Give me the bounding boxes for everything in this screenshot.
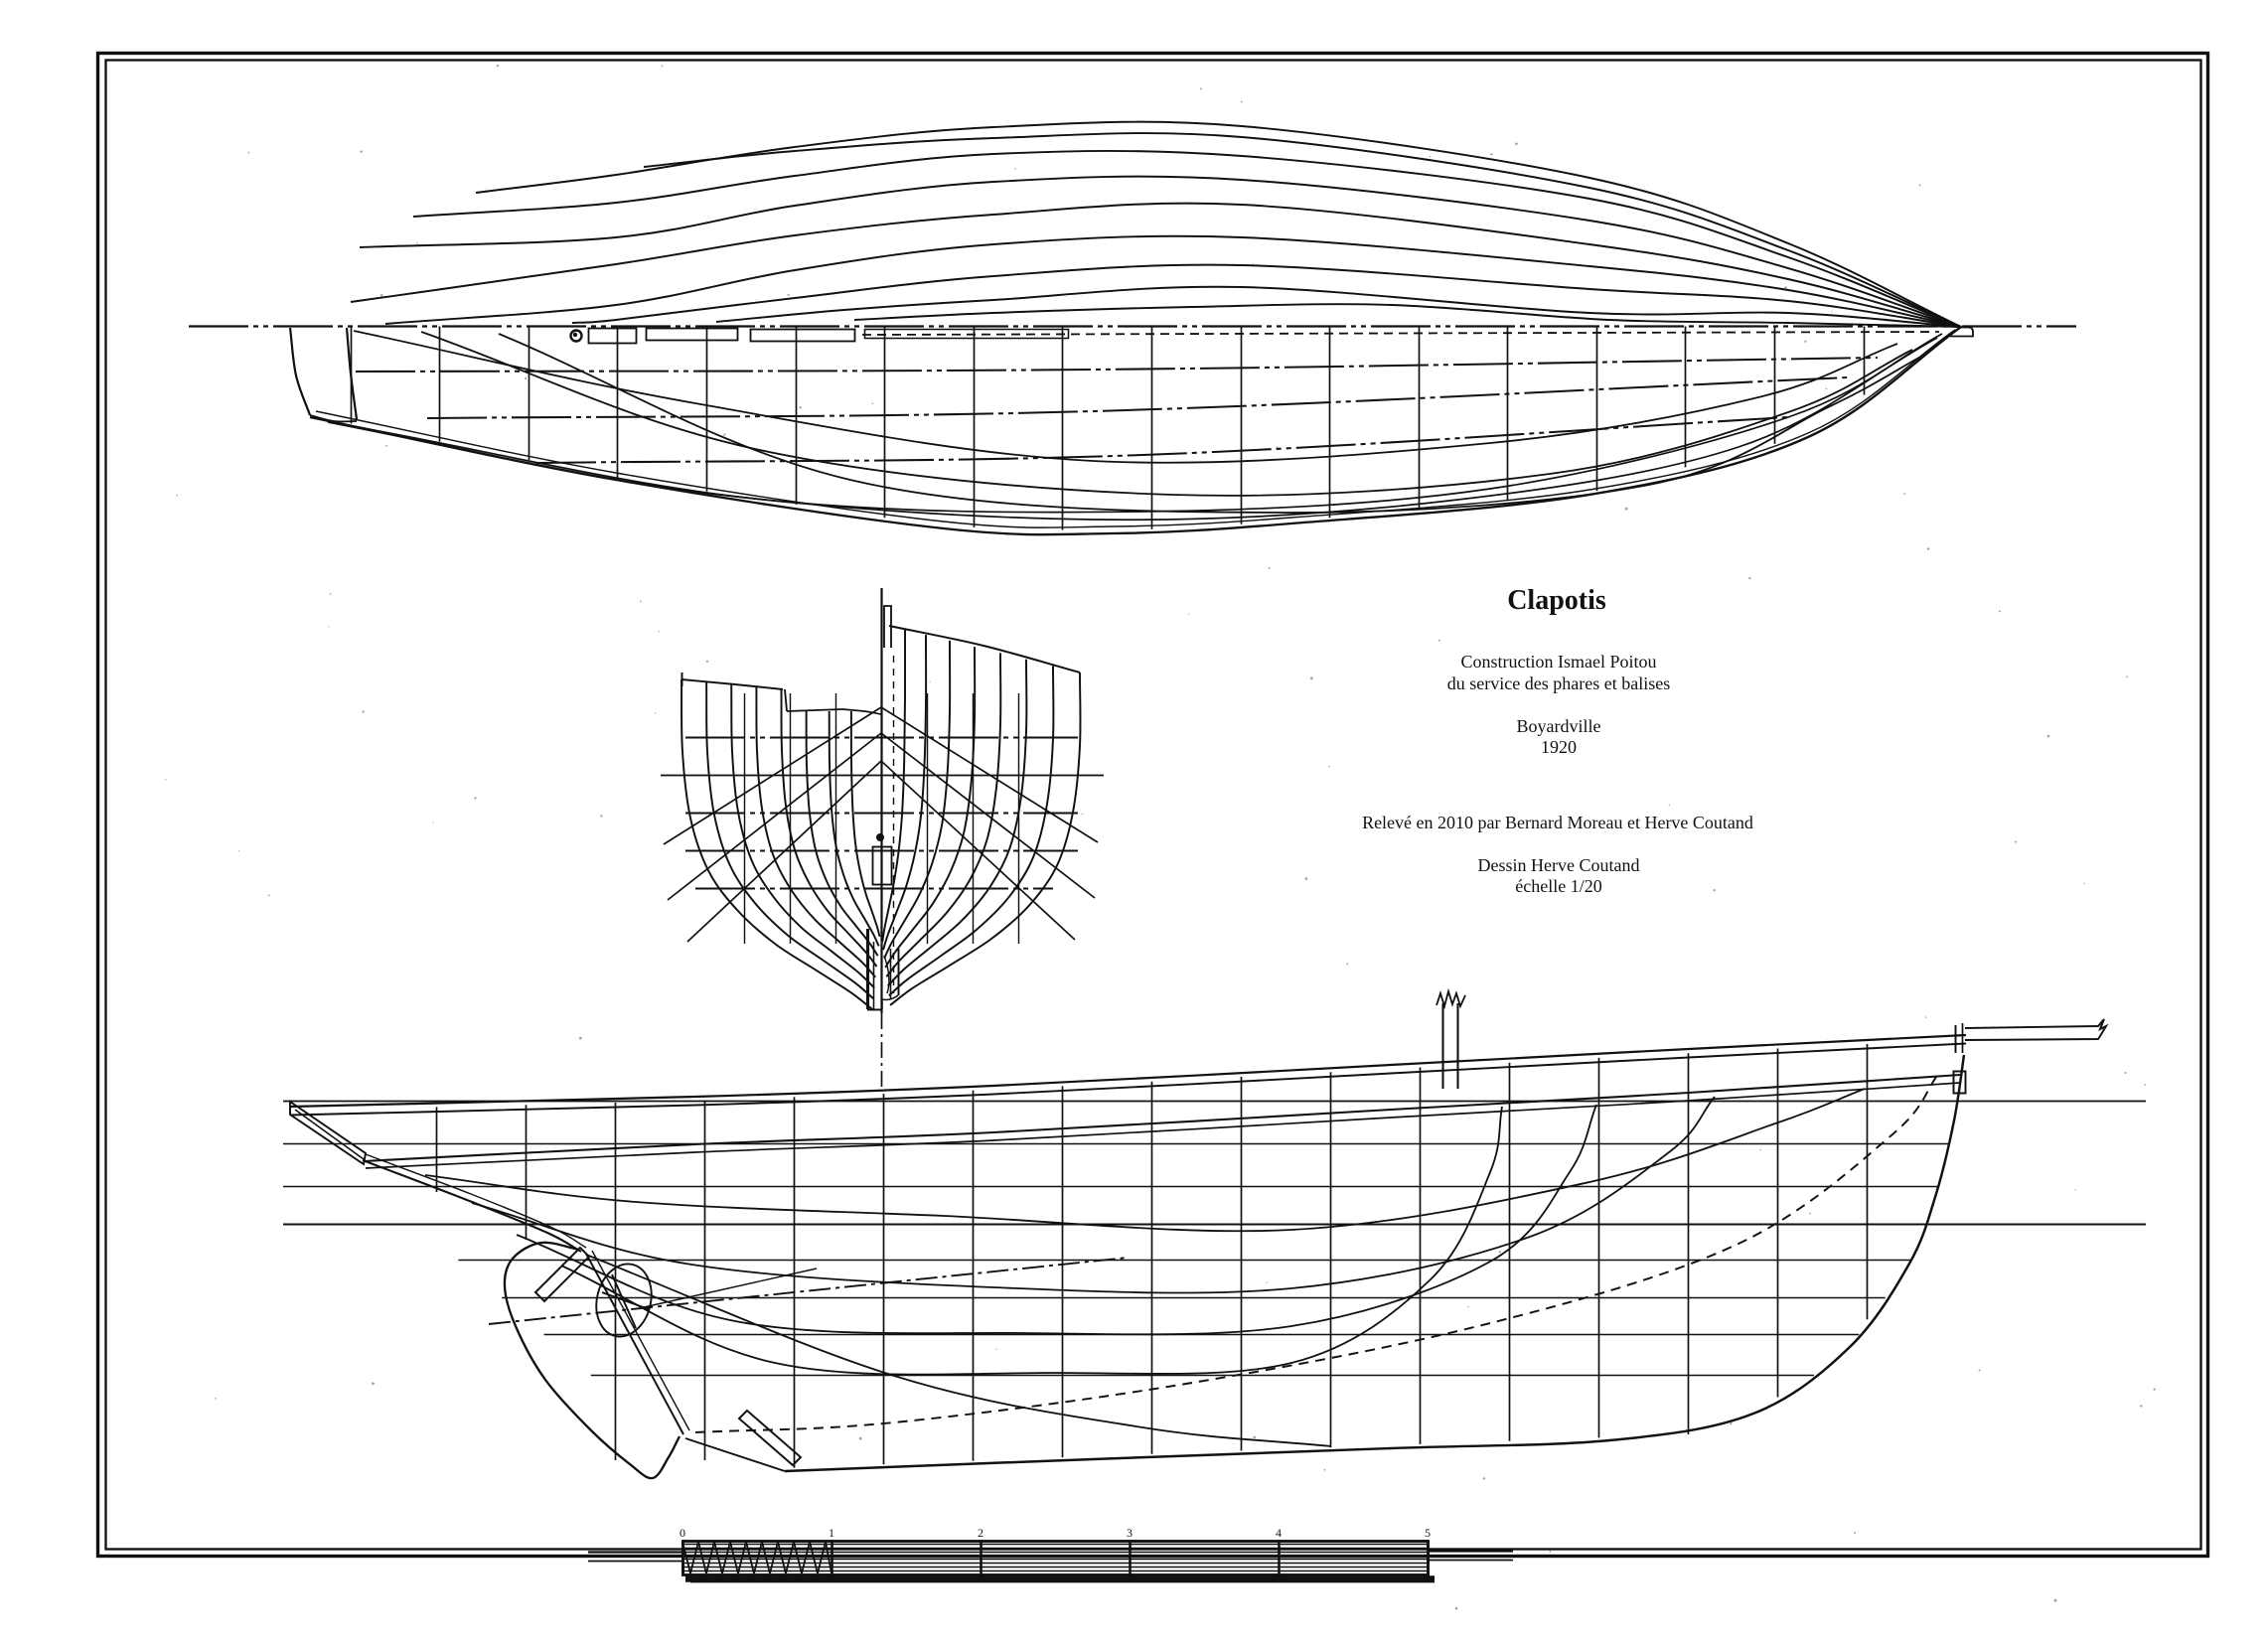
svg-text:1: 1 — [829, 1526, 834, 1540]
svg-text:0: 0 — [680, 1526, 685, 1540]
svg-text:3: 3 — [1127, 1526, 1133, 1540]
svg-text:Relevé en 2010 par Bernard Mor: Relevé en 2010 par Bernard Moreau et Her… — [1362, 813, 1753, 832]
svg-text:Clapotis: Clapotis — [1507, 585, 1606, 616]
svg-text:5: 5 — [1425, 1526, 1431, 1540]
svg-text:Dessin Herve Coutand: Dessin Herve Coutand — [1478, 855, 1640, 875]
svg-text:1920: 1920 — [1541, 737, 1577, 757]
svg-text:Construction Ismael Poitou: Construction Ismael Poitou — [1461, 652, 1657, 672]
svg-text:Boyardville: Boyardville — [1517, 716, 1601, 736]
svg-text:échelle 1/20: échelle 1/20 — [1515, 876, 1601, 896]
svg-text:4: 4 — [1276, 1526, 1282, 1540]
svg-text:2: 2 — [978, 1526, 983, 1540]
svg-text:du service des phares et balis: du service des phares et balises — [1447, 673, 1670, 693]
